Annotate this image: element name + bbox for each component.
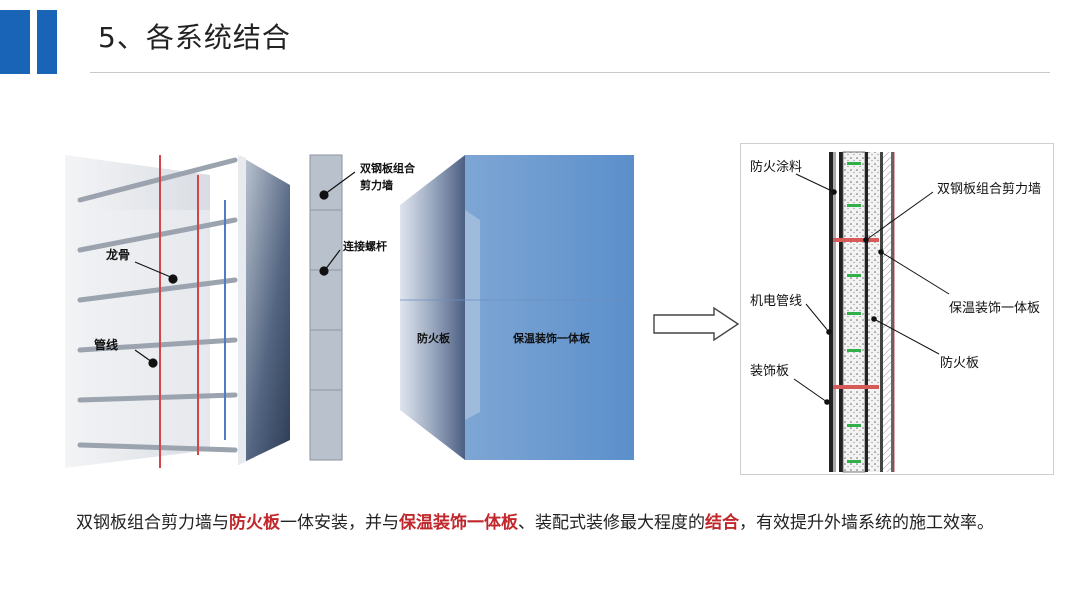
section-diagram-drawing bbox=[793, 151, 950, 473]
label-insulation-decor-board: 保温装饰一体板 bbox=[949, 301, 1041, 316]
exploded-wall-drawing bbox=[65, 154, 634, 468]
keel-rails bbox=[77, 157, 238, 453]
para-highlight-combine: 结合 bbox=[705, 513, 739, 533]
para-text-1: 双钢板组合剪力墙与 bbox=[76, 513, 229, 533]
fire-board-shape bbox=[400, 155, 465, 460]
para-text-3: 、装配式装修最大程度的 bbox=[518, 513, 705, 533]
label-bolt: 连接螺杆 bbox=[343, 240, 387, 253]
arrow-icon bbox=[652, 306, 742, 346]
description-paragraph: 双钢板组合剪力墙与防火板一体安装，并与保温装饰一体板、装配式装修最大程度的结合，… bbox=[36, 506, 1056, 540]
label-keel: 龙骨 bbox=[106, 248, 131, 262]
insulation-board-shape bbox=[465, 155, 634, 460]
title-accent-bar bbox=[0, 10, 30, 74]
para-highlight-fireboard: 防火板 bbox=[229, 513, 280, 533]
fire-board-dark-shape bbox=[238, 155, 290, 465]
title-accent-bar-secondary bbox=[37, 10, 57, 74]
label-mep-pipe: 机电管线 bbox=[750, 294, 803, 309]
shear-wall-column bbox=[309, 154, 343, 461]
page-title: 5、各系统结合 bbox=[98, 21, 291, 54]
label-shear-wall: 双钢板组合剪力墙 bbox=[937, 182, 1042, 197]
exploded-wall-illustration: 龙骨 管线 双钢板组合 剪力墙 连接螺杆 防火板 保温装饰一体板 bbox=[60, 150, 640, 470]
para-text-2: 一体安装，并与 bbox=[280, 513, 399, 533]
label-decor-board: 装饰板 bbox=[750, 364, 790, 379]
label-fire-board: 防火板 bbox=[940, 356, 980, 371]
title-divider bbox=[90, 72, 1050, 73]
label-fireboard: 防火板 bbox=[417, 332, 450, 345]
label-pipe: 管线 bbox=[94, 338, 119, 352]
label-shear-wall-line1: 双钢板组合 bbox=[360, 162, 415, 175]
label-insulation-board: 保温装饰一体板 bbox=[513, 332, 590, 345]
label-fire-coating: 防火涂料 bbox=[750, 160, 803, 175]
section-diagram: 防火涂料 双钢板组合剪力墙 机电管线 保温装饰一体板 防火板 装饰板 bbox=[740, 143, 1054, 475]
para-text-4: ，有效提升外墙系统的施工效率。 bbox=[739, 513, 994, 533]
para-highlight-insulation: 保温装饰一体板 bbox=[399, 513, 518, 533]
label-shear-wall-line2: 剪力墙 bbox=[360, 179, 393, 192]
